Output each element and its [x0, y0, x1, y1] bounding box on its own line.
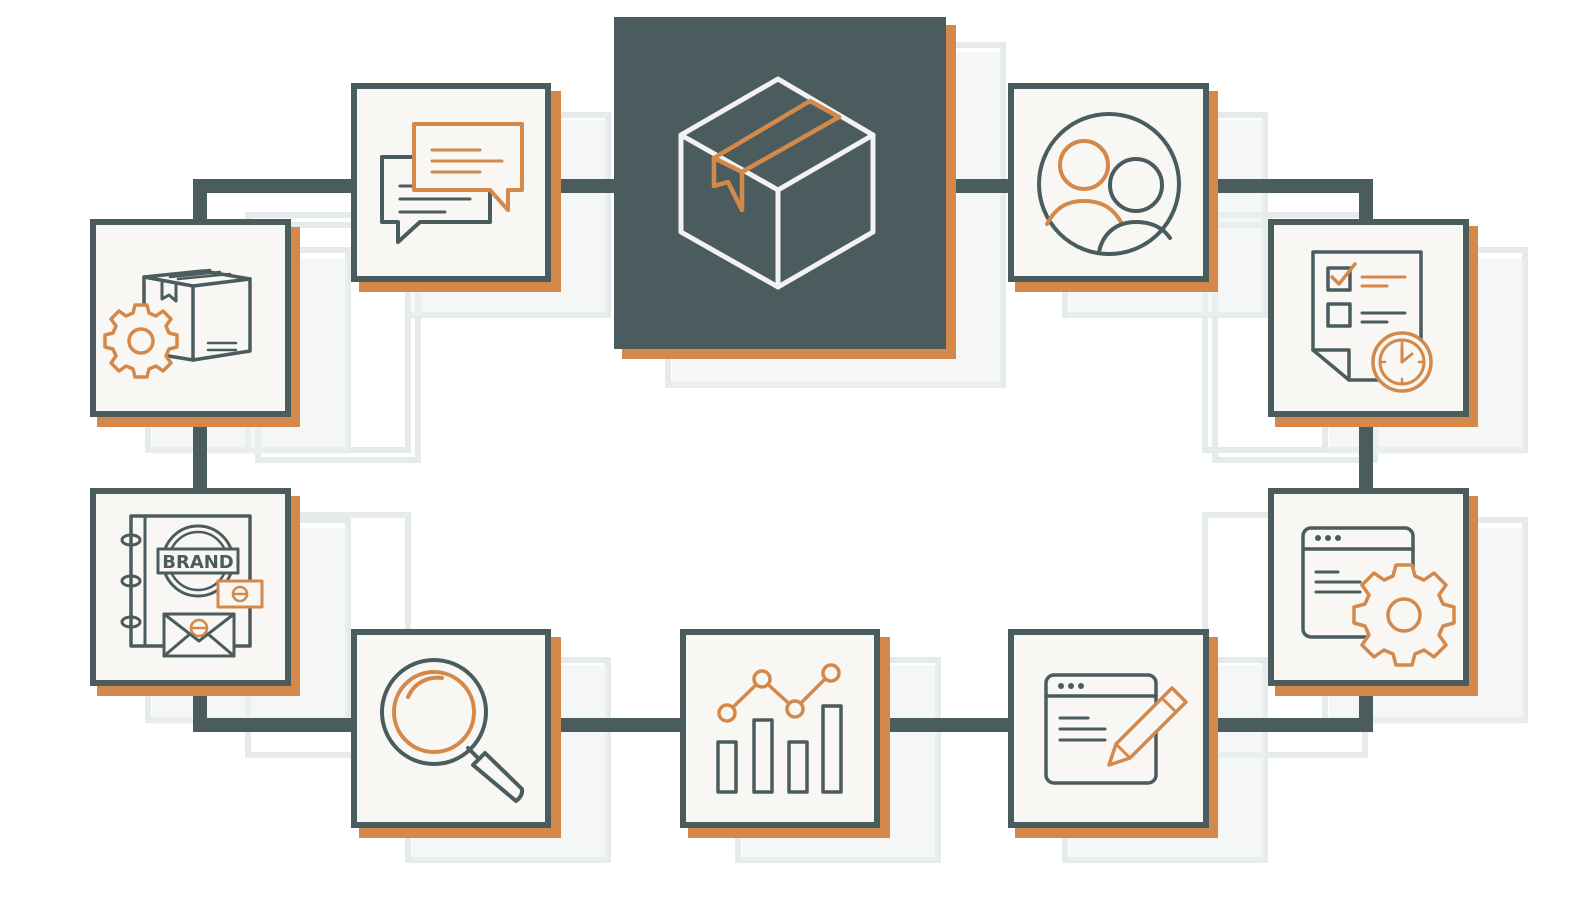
node-search [351, 629, 561, 838]
bar-line-chart-icon [716, 663, 843, 794]
node-chat [351, 83, 561, 292]
box-gear-icon [103, 268, 252, 379]
browser-settings-icon [1301, 526, 1456, 667]
node-gearbox [90, 219, 300, 427]
browser-pencil-icon [1044, 673, 1188, 785]
node-settings [1268, 488, 1478, 696]
checklist-clock-icon [1311, 250, 1433, 393]
center-node [614, 17, 956, 359]
node-edit [1008, 629, 1218, 838]
brand-label: BRAND [162, 552, 234, 573]
people-circle-icon [1037, 112, 1181, 256]
magnifier-icon [380, 658, 525, 803]
node-people [1008, 83, 1218, 292]
package-box-icon [678, 76, 876, 290]
node-checklist [1268, 219, 1478, 427]
node-brand: BRAND [90, 488, 300, 696]
node-chart [680, 629, 890, 838]
chat-bubbles-icon [380, 122, 524, 244]
brand-book-icon: BRAND [120, 514, 264, 658]
